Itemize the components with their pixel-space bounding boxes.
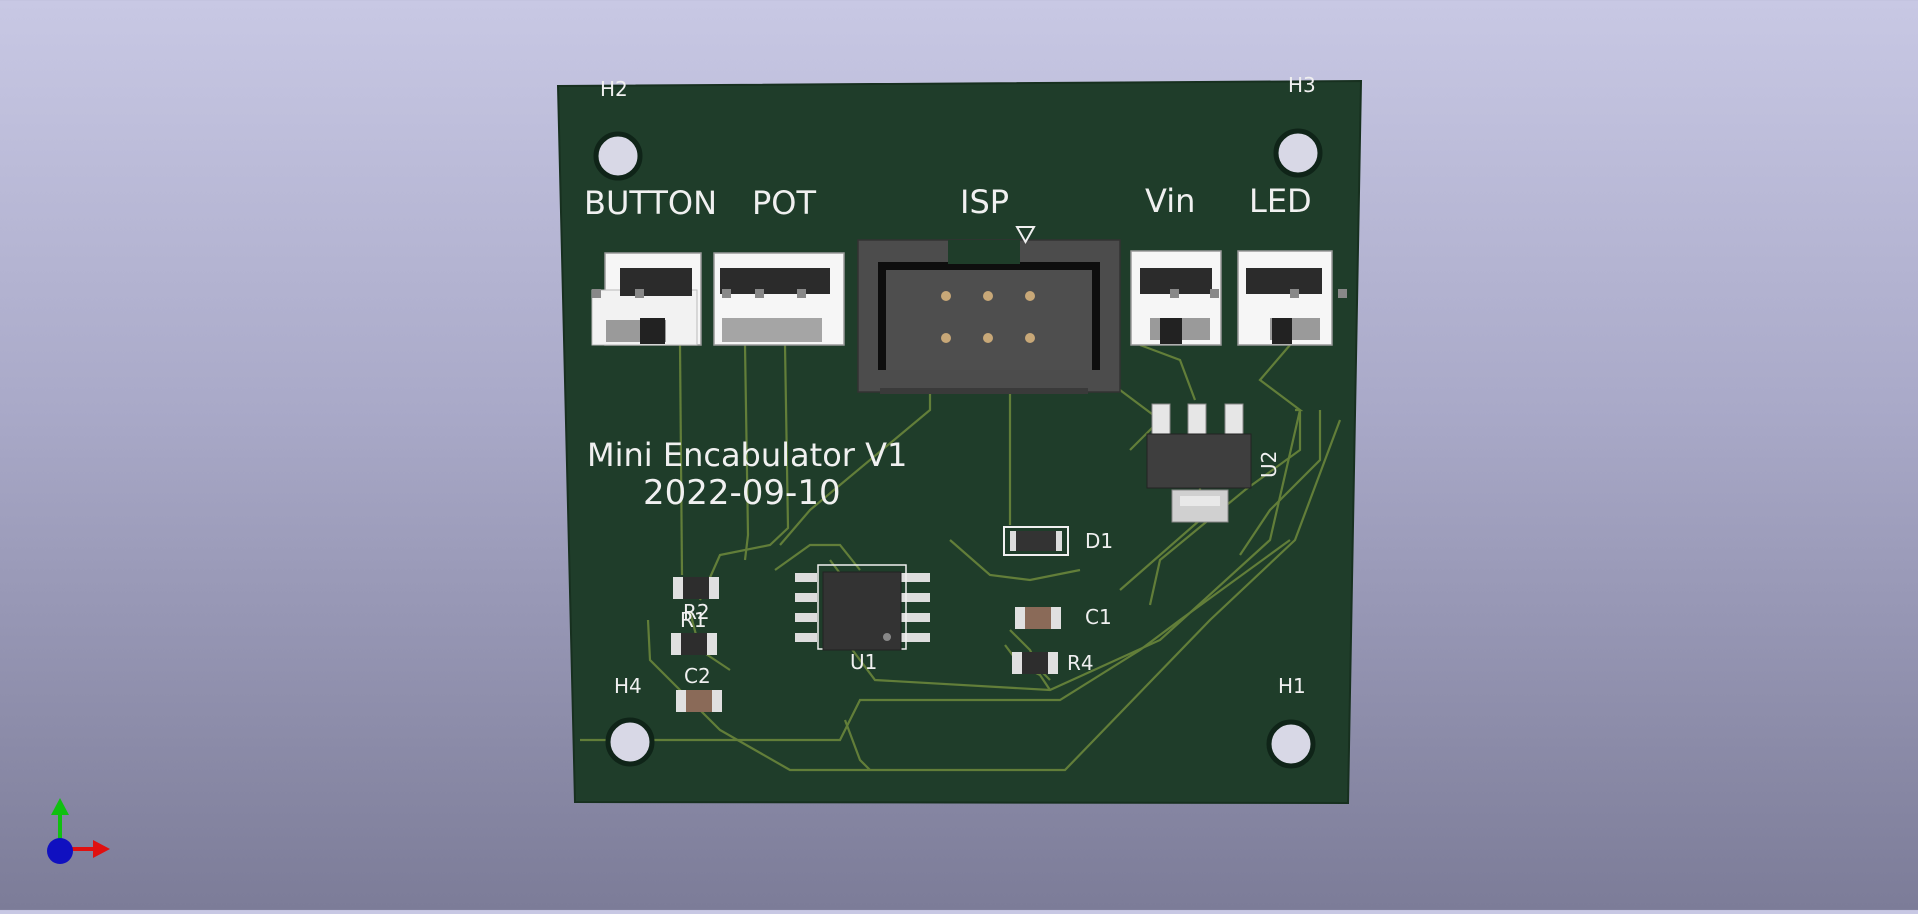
ref-u1: U1 [850, 650, 877, 674]
xyz-axis-icon[interactable] [47, 798, 110, 864]
ref-d1: D1 [1085, 529, 1113, 553]
pot-connector[interactable] [713, 252, 845, 346]
pin1-marker-icon [1015, 226, 1036, 245]
c2-capacitor[interactable] [676, 690, 722, 712]
mounting-hole-h2 [593, 131, 643, 181]
ref-u2: U2 [1257, 451, 1281, 478]
ref-c1: C1 [1085, 605, 1112, 629]
mounting-hole-h3 [1273, 128, 1323, 178]
ref-r2: R2 [683, 600, 710, 624]
r1-resistor[interactable] [671, 633, 717, 655]
ref-c2: C2 [684, 664, 711, 688]
ref-h3: H3 [1288, 73, 1316, 97]
connector-label-pot: POT [752, 184, 816, 222]
mounting-holes [593, 128, 1323, 769]
connector-label-vin: Vin [1145, 182, 1195, 220]
c1-capacitor[interactable] [1015, 607, 1061, 629]
connector-label-isp: ISP [960, 183, 1009, 221]
connector-label-button: BUTTON [584, 184, 717, 222]
connector-label-led: LED [1249, 182, 1312, 220]
ref-h1: H1 [1278, 674, 1306, 698]
u2-regulator[interactable] [1146, 403, 1252, 523]
r2-resistor[interactable] [673, 577, 719, 599]
d1-diode[interactable] [1003, 526, 1069, 556]
led-connector[interactable] [1237, 250, 1347, 346]
vin-connector[interactable] [1130, 250, 1222, 346]
isp-header[interactable] [857, 226, 1121, 394]
board-date: 2022-09-10 [643, 473, 841, 513]
button-connector[interactable] [591, 252, 702, 346]
ref-r1: R1 [680, 608, 707, 632]
r4-resistor[interactable] [1012, 652, 1058, 674]
ref-h2: H2 [600, 77, 628, 101]
u1-ic[interactable] [795, 564, 930, 651]
board-title: Mini Encabulator V1 [587, 436, 907, 474]
ref-r4: R4 [1067, 651, 1094, 675]
mounting-hole-h4 [605, 717, 655, 767]
ref-h4: H4 [614, 674, 642, 698]
mounting-hole-h1 [1266, 719, 1316, 769]
